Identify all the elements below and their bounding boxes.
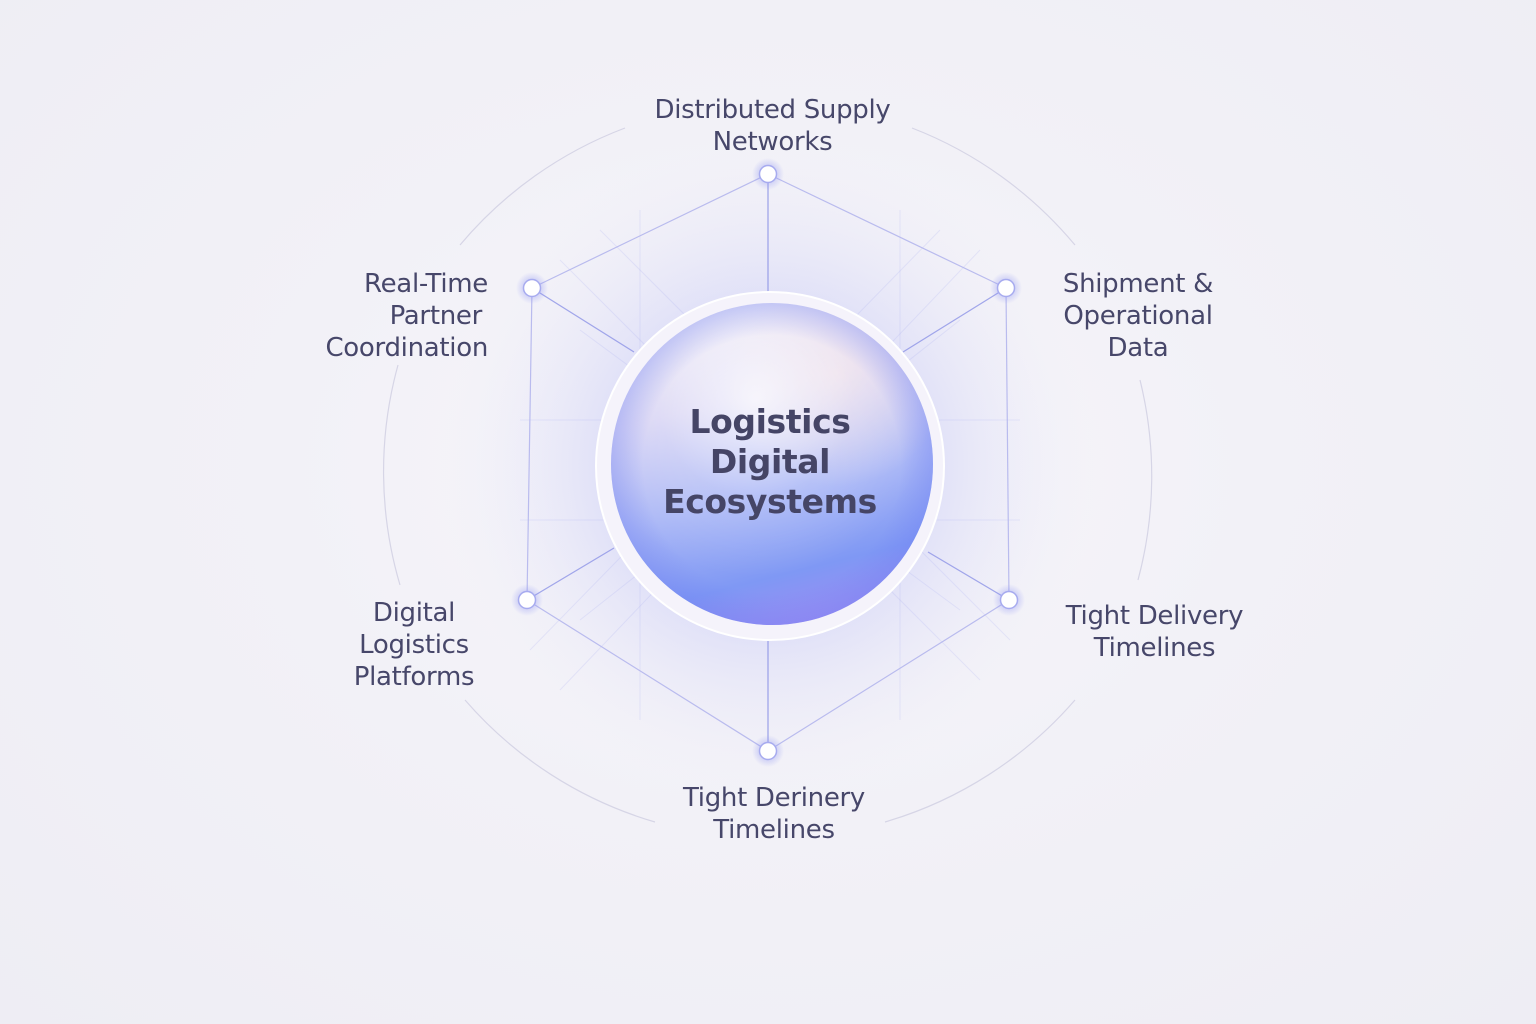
node-label-line: Tight Delivery — [1065, 601, 1244, 631]
node-dot-upper-right — [990, 272, 1022, 304]
hub-title-line: Ecosystems — [663, 482, 877, 521]
node-label-line: Shipment & — [1062, 269, 1214, 299]
node-dot-upper-left — [516, 272, 548, 304]
node-dots — [511, 158, 1025, 767]
node-label-bottom: Tight Derinery Timelines — [640, 782, 908, 846]
node-label-line: Tight Derinery — [682, 783, 866, 813]
node-label-line: Timelines — [1093, 633, 1216, 663]
hexagon-edges — [526, 173, 1010, 752]
node-label-line: Partner — [389, 301, 483, 331]
node-dot-lower-right — [993, 584, 1025, 616]
outer-ring — [382, 127, 1153, 823]
node-label-line: Real-Time — [364, 269, 488, 299]
node-label-upper-left: Real-Time Partner Coordination — [290, 268, 488, 364]
node-label-upper-right: Shipment & Operational Data — [1038, 268, 1238, 364]
node-label-line: Data — [1107, 333, 1169, 363]
hub-title: Logistics Digital Ecosystems — [620, 402, 920, 522]
hub-title-line: Logistics — [689, 402, 851, 441]
node-dot-top — [752, 158, 784, 190]
node-label-line: Distributed Supply — [654, 95, 891, 125]
node-label-line: Logistics — [359, 630, 469, 660]
node-dot-lower-left — [511, 584, 543, 616]
node-label-line: Networks — [712, 127, 833, 157]
node-dot-bottom — [752, 735, 784, 767]
node-label-line: Operational — [1063, 301, 1213, 331]
node-label-line: Digital — [372, 598, 456, 628]
node-label-lower-right: Tight Delivery Timelines — [1052, 600, 1257, 664]
hub-sphere-edge — [611, 303, 933, 625]
hub-title-line: Digital — [709, 442, 831, 481]
node-label-top: Distributed Supply Networks — [600, 94, 945, 158]
node-label-line: Coordination — [325, 333, 488, 363]
node-label-line: Platforms — [353, 662, 475, 692]
node-label-lower-left: Digital Logistics Platforms — [330, 597, 498, 693]
node-label-line: Timelines — [713, 815, 835, 845]
spokes — [526, 174, 1010, 751]
